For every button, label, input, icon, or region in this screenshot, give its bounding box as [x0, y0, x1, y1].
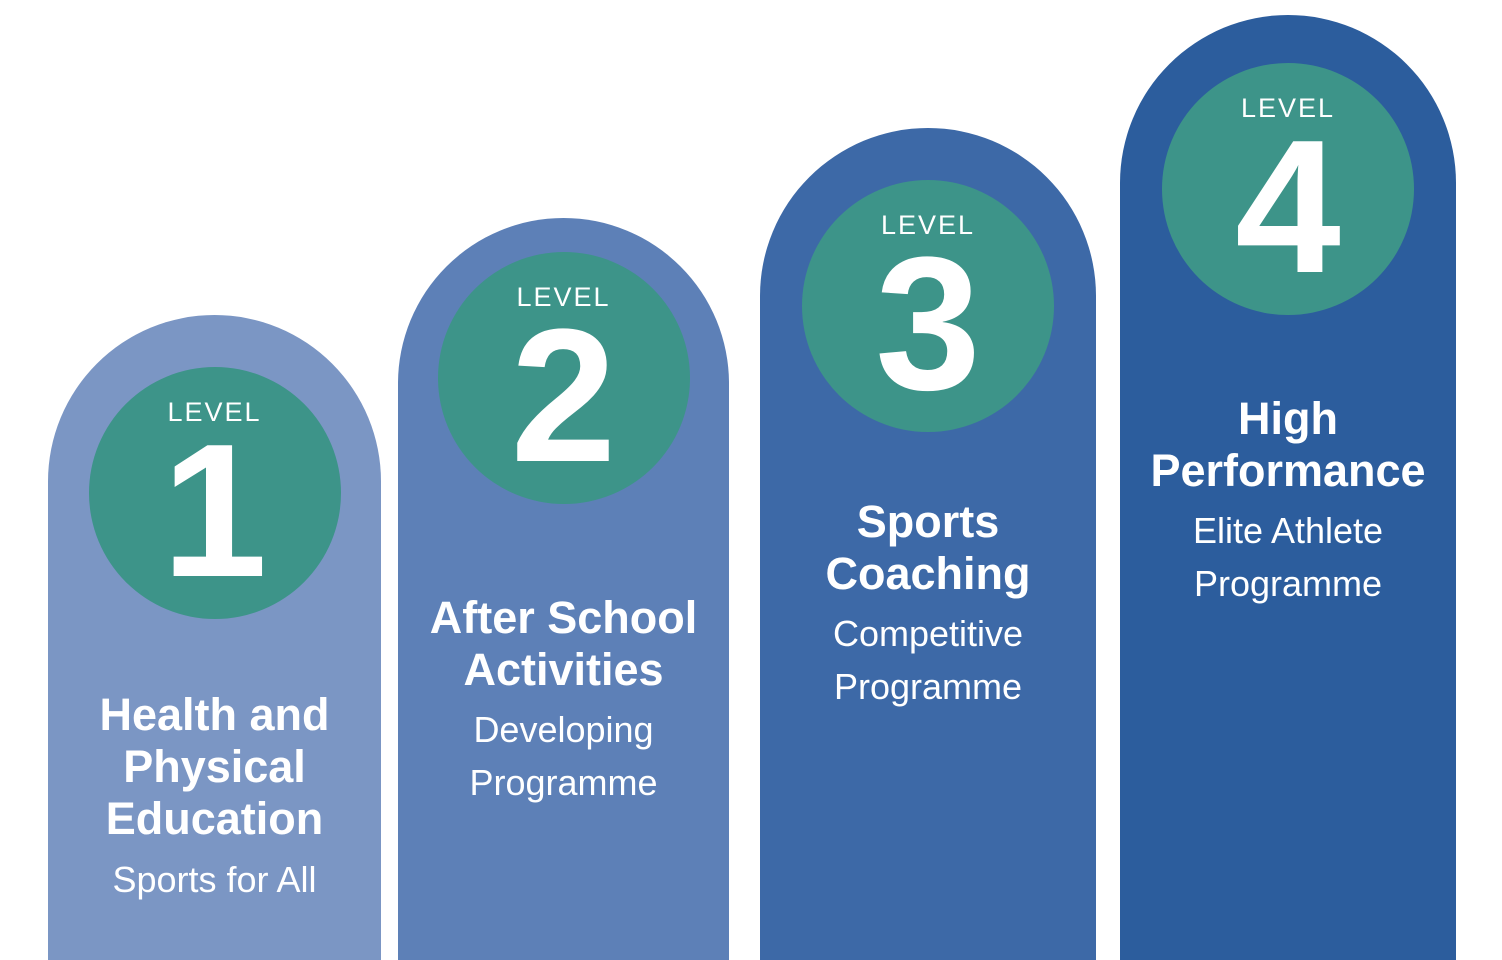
level-3-text: Sports Coaching Competitive Programme	[760, 496, 1096, 713]
level-1-title: Health and Physical Education	[99, 689, 330, 845]
pillar-level-1: LEVEL 1 Health and Physical Education Sp…	[48, 315, 381, 960]
level-4-title: High Performance	[1150, 393, 1426, 497]
level-4-number: 4	[1235, 100, 1341, 313]
level-3-badge: LEVEL 3	[802, 180, 1054, 432]
level-3-title: Sports Coaching	[825, 496, 1031, 600]
level-4-text: High Performance Elite Athlete Programme	[1120, 393, 1456, 610]
level-1-label: LEVEL	[167, 396, 262, 427]
pillar-level-2: LEVEL 2 After School Activities Developi…	[398, 218, 729, 960]
level-4-label: LEVEL	[1240, 92, 1336, 123]
level-2-subtitle: Developing Programme	[469, 709, 658, 803]
level-2-text: After School Activities Developing Progr…	[398, 592, 729, 809]
pillar-level-3: LEVEL 3 Sports Coaching Competitive Prog…	[760, 128, 1096, 960]
level-2-label: LEVEL	[516, 281, 611, 312]
level-2-number: 2	[510, 289, 617, 502]
level-3-number: 3	[875, 217, 981, 430]
level-4-subtitle: Elite Athlete Programme	[1192, 510, 1384, 604]
level-4-badge: LEVEL 4	[1162, 63, 1414, 315]
level-1-subtitle: Sports for All	[112, 858, 317, 900]
level-1-number: 1	[161, 404, 268, 617]
level-1-badge: LEVEL 1	[88, 367, 341, 619]
level-3-subtitle: Competitive Programme	[832, 613, 1024, 707]
level-2-title: After School Activities	[429, 592, 698, 696]
pillar-level-4: LEVEL 4 High Performance Elite Athlete P…	[1120, 15, 1456, 960]
level-3-label: LEVEL	[880, 209, 976, 240]
level-2-badge: LEVEL 2	[437, 252, 690, 504]
level-1-text: Health and Physical Education Sports for…	[48, 689, 381, 906]
